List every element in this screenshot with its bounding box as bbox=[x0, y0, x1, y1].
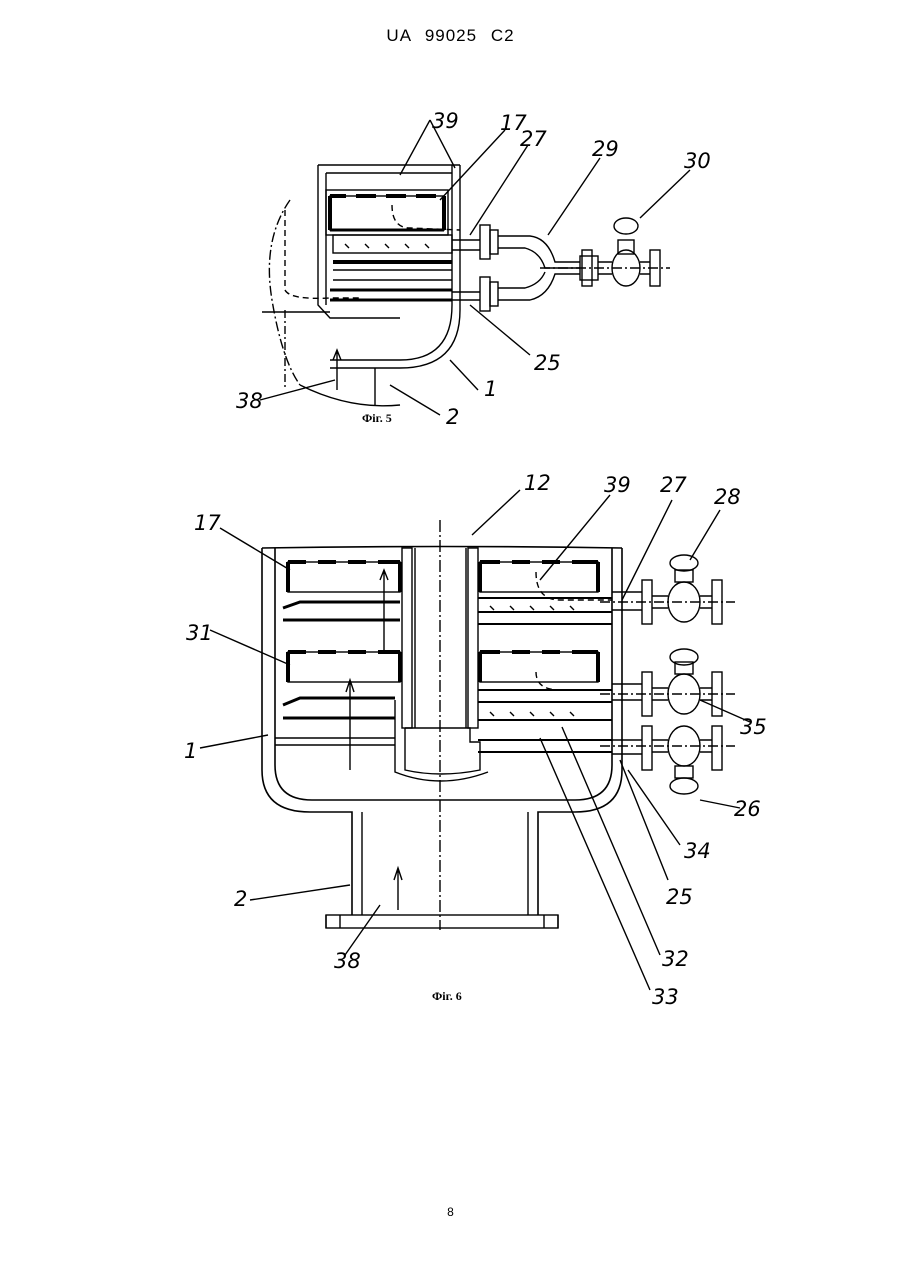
fig6-label-17: 17 bbox=[194, 511, 221, 535]
valve-26 bbox=[612, 726, 722, 794]
fig6-label-1: 1 bbox=[184, 739, 197, 763]
figure-6 bbox=[200, 490, 750, 990]
fig6-label-28: 28 bbox=[714, 485, 741, 509]
fig5-label-39: 39 bbox=[432, 109, 459, 133]
fig5-label-38: 38 bbox=[236, 389, 263, 413]
fig5-housing-1 bbox=[318, 165, 400, 318]
fig5-label-27: 27 bbox=[520, 127, 547, 151]
fig6-caption: Фіг. 6 bbox=[432, 989, 462, 1003]
fig6-label-32: 32 bbox=[662, 947, 689, 971]
fig6-label-2: 2 bbox=[234, 887, 247, 911]
fig5-label-2: 2 bbox=[446, 405, 459, 429]
fig5-label-29: 29 bbox=[592, 137, 619, 161]
fig6-label-12: 12 bbox=[524, 471, 551, 495]
fig5-label-1: 1 bbox=[484, 377, 497, 401]
fig5-label-25: 25 bbox=[534, 351, 561, 375]
fig5-label-30: 30 bbox=[684, 149, 711, 173]
page-number: 8 bbox=[0, 1205, 901, 1219]
figure-5 bbox=[260, 120, 690, 415]
fig6-label-35: 35 bbox=[740, 715, 767, 739]
valve-28 bbox=[612, 555, 722, 624]
fig6-label-31: 31 bbox=[186, 621, 213, 645]
fig6-label-27: 27 bbox=[660, 473, 687, 497]
fig5-caption: Фіг. 5 bbox=[362, 411, 392, 425]
fig6-label-39: 39 bbox=[604, 473, 631, 497]
fig6-label-26: 26 bbox=[734, 797, 761, 821]
fig6-label-33: 33 bbox=[652, 985, 679, 1009]
fig6-label-34: 34 bbox=[684, 839, 711, 863]
valve-35 bbox=[612, 649, 722, 716]
fig6-label-25: 25 bbox=[666, 885, 693, 909]
fig6-label-38: 38 bbox=[334, 949, 361, 973]
